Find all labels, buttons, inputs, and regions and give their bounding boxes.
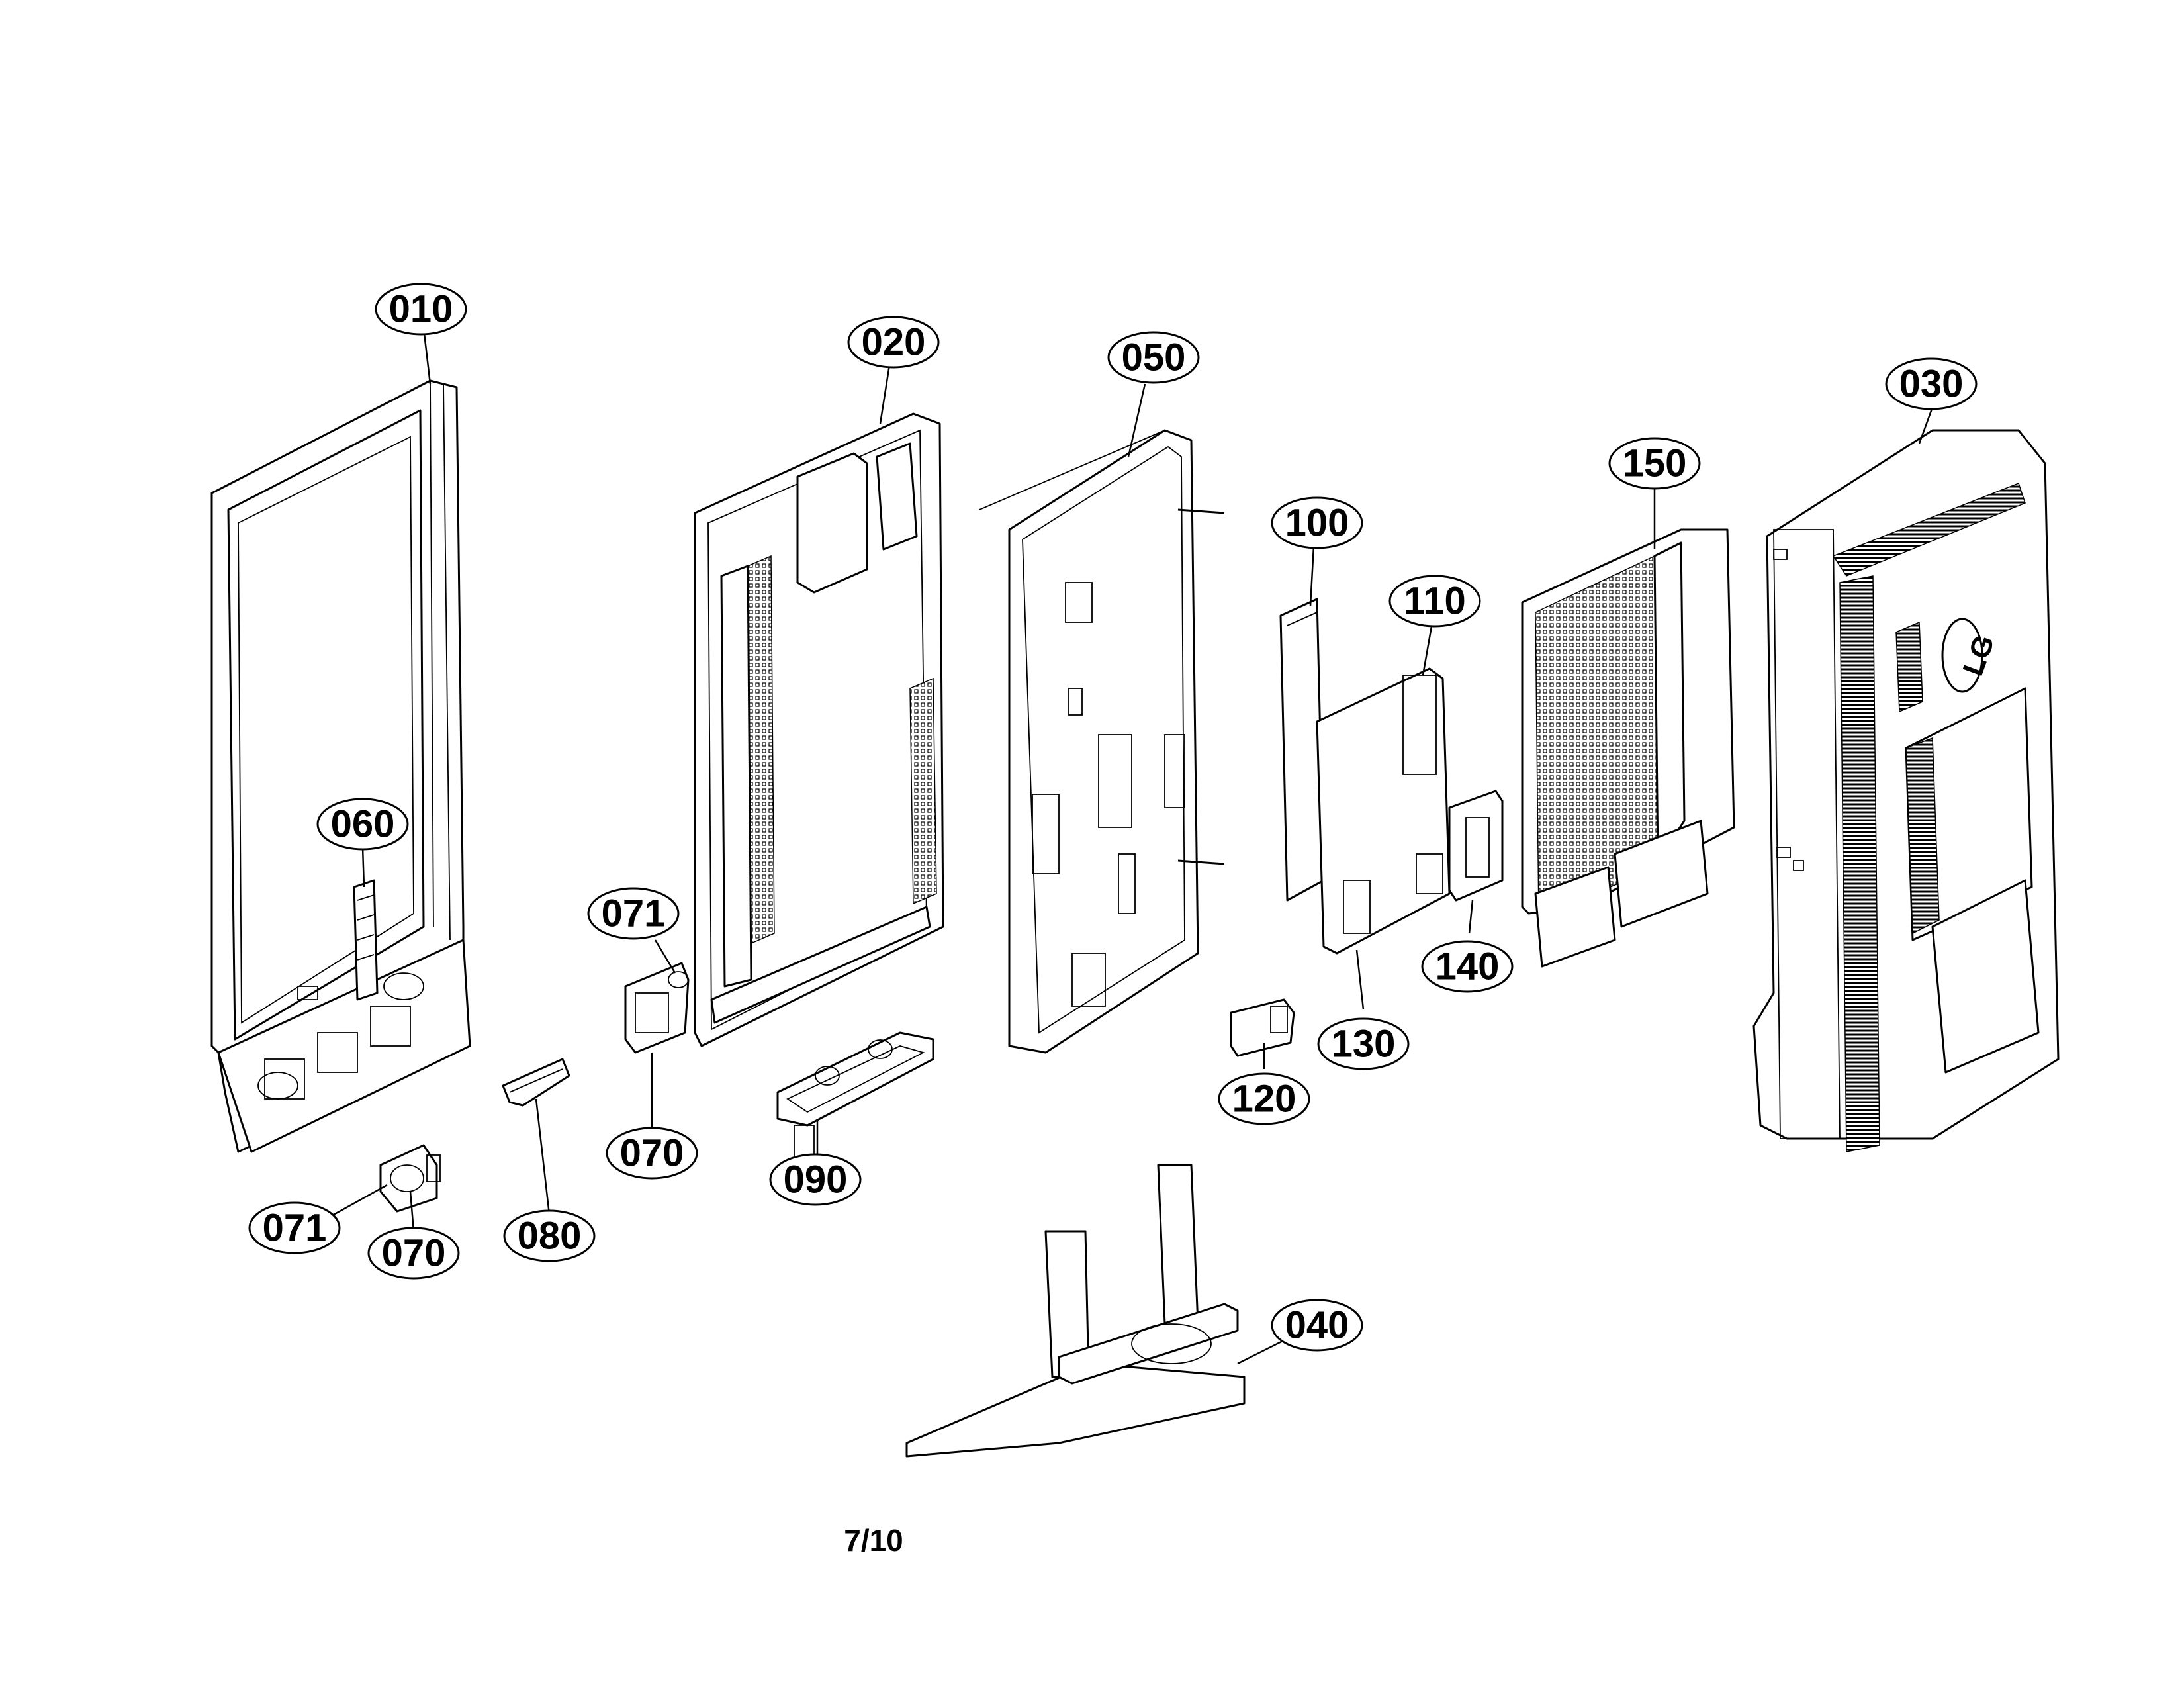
callout-150: 150: [1608, 437, 1701, 490]
callout-100: 100: [1271, 496, 1363, 549]
callout-050: 050: [1107, 331, 1200, 384]
callout-030: 030: [1885, 357, 1978, 410]
callout-030-label: 030: [1899, 363, 1964, 406]
callout-070-lower: 070: [367, 1227, 460, 1280]
callout-090-label: 090: [784, 1158, 848, 1201]
callout-070-upper-label: 070: [620, 1132, 684, 1175]
part-140-bracket: [1448, 790, 1504, 902]
callout-070-lower-label: 070: [382, 1232, 446, 1275]
callout-071-lower-label: 071: [263, 1207, 327, 1250]
callout-140-label: 140: [1435, 945, 1500, 988]
callout-071-upper: 071: [587, 887, 680, 940]
part-050-main-frame: [979, 429, 1225, 1054]
callout-020: 020: [847, 316, 940, 369]
callout-050-label: 050: [1122, 336, 1186, 379]
callout-070-upper: 070: [606, 1127, 698, 1180]
callout-040: 040: [1271, 1299, 1363, 1352]
callout-110-label: 110: [1404, 580, 1466, 623]
part-010-front-cabinet: [210, 379, 471, 1153]
callout-090: 090: [769, 1153, 862, 1206]
part-070-hinge-left: [379, 1144, 441, 1213]
part-080-bracket: [502, 1058, 570, 1107]
part-030-back-cover: LG: [1752, 429, 2060, 1152]
callout-060: 060: [316, 798, 409, 851]
page-number: 7/10: [844, 1523, 903, 1558]
callout-130-label: 130: [1332, 1023, 1396, 1066]
callout-100-label: 100: [1285, 502, 1349, 545]
callout-010: 010: [375, 283, 467, 336]
callout-010-label: 010: [389, 288, 453, 331]
part-020-lcd-panel: [694, 412, 944, 1047]
callout-060-label: 060: [331, 803, 395, 846]
callout-150-label: 150: [1623, 442, 1687, 485]
callout-071-upper-label: 071: [602, 892, 666, 935]
callout-020-label: 020: [862, 321, 926, 364]
callout-040-label: 040: [1285, 1304, 1349, 1347]
callout-110: 110: [1388, 575, 1481, 628]
callout-080-label: 080: [518, 1215, 582, 1258]
callout-120: 120: [1218, 1072, 1310, 1125]
callout-130: 130: [1317, 1017, 1410, 1070]
part-040-stand: [905, 1164, 1246, 1458]
callout-080: 080: [503, 1209, 596, 1262]
part-150-power-supply: [1521, 528, 1735, 968]
part-120-bracket: [1230, 998, 1295, 1057]
callout-071-lower: 071: [248, 1201, 341, 1254]
callout-120-label: 120: [1232, 1078, 1297, 1121]
callout-140: 140: [1421, 940, 1514, 993]
part-110-main-board: [1316, 667, 1451, 955]
part-090-stand-bracket: [776, 1031, 934, 1159]
part-070-hinge-right: [624, 962, 690, 1054]
part-060-control-board: [353, 879, 379, 1001]
leader-lines: [327, 327, 1934, 1365]
